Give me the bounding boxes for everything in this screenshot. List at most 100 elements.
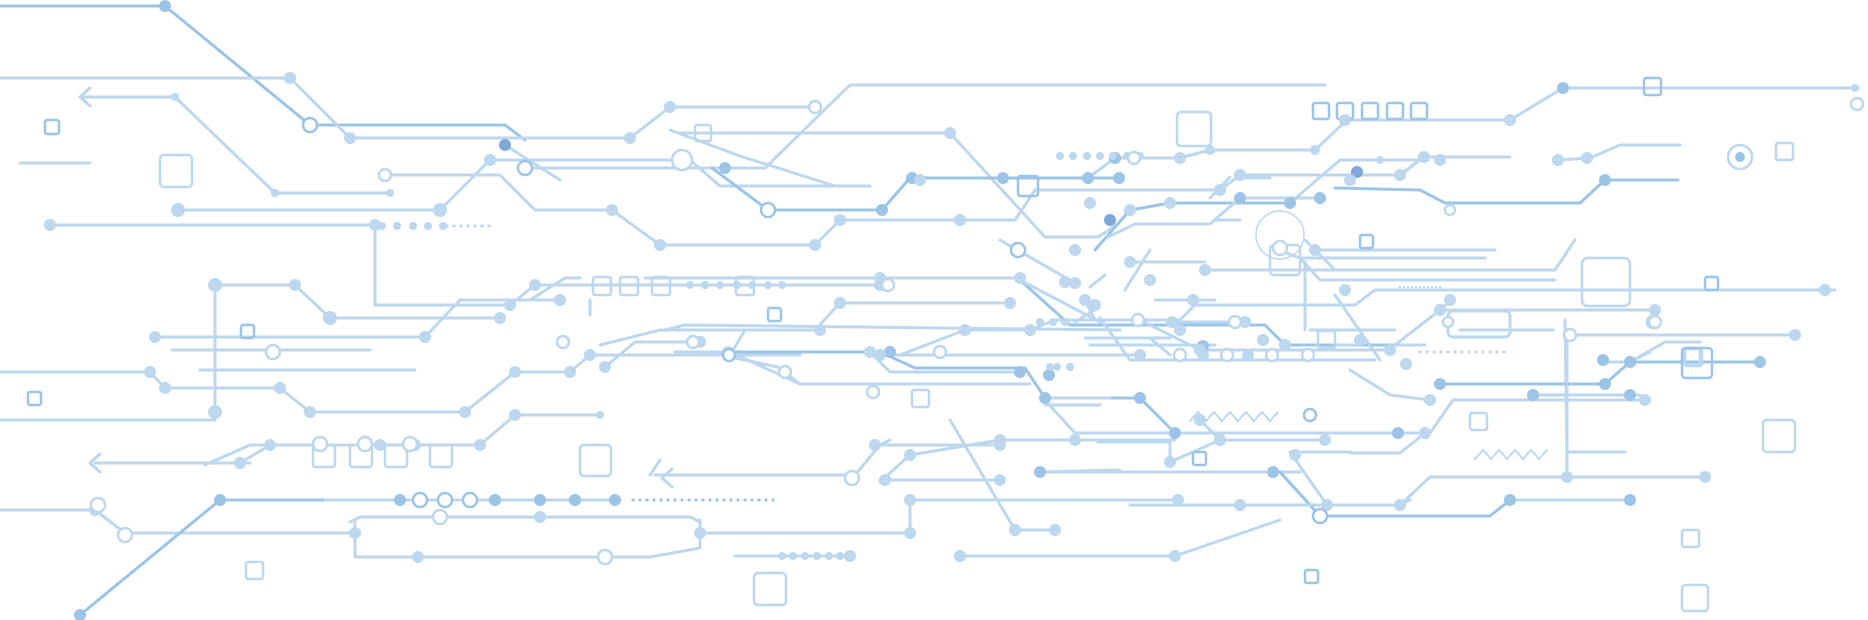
circuit-trace <box>528 276 582 302</box>
solder-node <box>1425 350 1429 354</box>
solder-node <box>701 281 709 289</box>
solder-node <box>1069 277 1081 289</box>
chip-square <box>1303 568 1320 585</box>
solder-node <box>606 204 618 216</box>
solder-node <box>452 224 456 228</box>
ring-node <box>1302 407 1318 423</box>
solder-node <box>701 498 705 502</box>
solder-node <box>1527 389 1539 401</box>
solder-node <box>1502 350 1506 354</box>
solder-node <box>778 552 786 560</box>
circuit-trace <box>176 158 872 212</box>
solder-node <box>991 554 995 558</box>
solder-node <box>1214 184 1226 196</box>
solder-node <box>534 511 546 523</box>
solder-node <box>355 191 359 195</box>
solder-node <box>1624 389 1636 401</box>
solder-node <box>645 498 649 502</box>
solder-node <box>1410 285 1414 289</box>
solder-node <box>264 439 276 451</box>
solder-node <box>1351 166 1363 178</box>
solder-node <box>1354 334 1366 346</box>
solder-node <box>1046 363 1054 371</box>
solder-node <box>1495 350 1499 354</box>
solder-node <box>813 552 821 560</box>
solder-node <box>569 494 581 506</box>
circuit-trace <box>1443 360 1762 386</box>
circuit-trace <box>598 301 1012 347</box>
chip-square <box>578 443 613 478</box>
circuit-trace <box>1333 178 1680 205</box>
solder-node <box>171 203 185 217</box>
ring-node <box>759 201 777 219</box>
ring-node <box>1172 347 1188 363</box>
circuit-trace <box>213 283 502 320</box>
solder-node <box>1314 192 1326 204</box>
solder-node <box>825 552 833 560</box>
solder-node <box>1174 324 1186 336</box>
solder-node <box>1444 294 1456 306</box>
solder-node <box>1467 350 1471 354</box>
solder-node <box>686 281 694 289</box>
solder-node <box>349 527 361 539</box>
solder-node <box>1214 434 1226 446</box>
solder-node <box>1166 316 1178 328</box>
solder-node <box>159 382 171 394</box>
circuit-trace <box>348 515 702 524</box>
solder-node <box>1460 350 1464 354</box>
solder-node <box>904 449 916 461</box>
chip-square <box>1316 329 1337 350</box>
solder-node <box>393 222 401 230</box>
chip-square <box>1016 174 1040 198</box>
ring-node <box>1849 96 1865 112</box>
solder-node <box>1339 284 1351 296</box>
solder-node <box>1174 152 1186 164</box>
solder-node <box>459 224 463 228</box>
solder-node <box>1309 244 1321 256</box>
solder-node <box>1504 494 1516 506</box>
solder-node <box>1418 151 1430 163</box>
circuit-trace <box>1038 470 1492 518</box>
solder-node <box>1034 466 1046 478</box>
ring-node <box>377 167 393 183</box>
resistor-zigzag <box>1474 449 1548 460</box>
solder-node <box>459 406 471 418</box>
chip-square <box>1642 76 1663 97</box>
circuit-trace <box>353 518 702 559</box>
solder-node <box>944 127 956 139</box>
circuit-trace <box>1218 155 1512 192</box>
solder-node <box>504 299 516 311</box>
solder-node <box>834 297 846 309</box>
ring-node <box>431 508 449 526</box>
solder-node <box>1124 256 1136 268</box>
chip-square <box>383 443 409 469</box>
solder-node <box>394 494 406 506</box>
solder-node <box>374 439 386 451</box>
solder-node <box>494 312 506 324</box>
solder-node <box>1084 197 1096 209</box>
solder-node <box>529 279 541 291</box>
solder-node <box>327 191 331 195</box>
solder-node <box>159 0 171 12</box>
solder-node <box>1754 356 1766 368</box>
circuit-trace <box>1093 201 1292 252</box>
solder-node <box>499 139 511 151</box>
solder-node <box>748 281 756 289</box>
chip-square <box>618 275 640 297</box>
solder-node <box>313 191 317 195</box>
solder-node <box>289 279 301 291</box>
solder-node <box>884 346 896 358</box>
circuit-trace <box>203 413 602 467</box>
solder-node <box>171 93 179 101</box>
ring-node <box>1647 314 1663 330</box>
chip-square <box>1409 101 1429 121</box>
solder-node <box>473 224 477 228</box>
solder-node <box>764 281 772 289</box>
chip-square <box>1761 418 1797 454</box>
circuit-trace <box>0 508 357 535</box>
solder-node <box>1561 471 1573 483</box>
solder-node <box>1039 392 1051 404</box>
solder-node <box>1187 294 1199 306</box>
chip-square <box>1680 346 1714 380</box>
solder-node <box>1234 499 1246 511</box>
